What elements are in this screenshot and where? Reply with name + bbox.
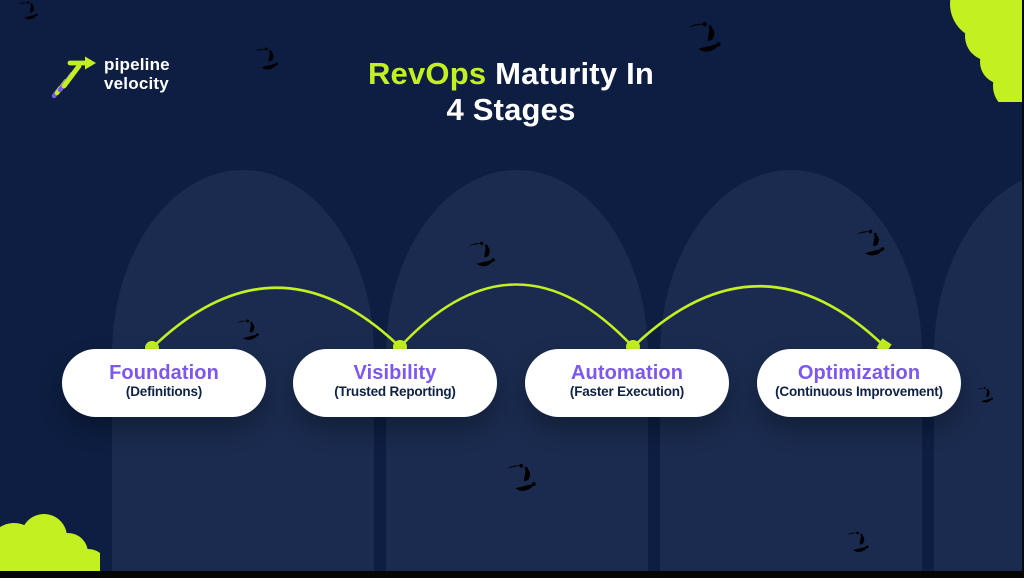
title-rest: Maturity In <box>486 56 655 91</box>
logo-word-line1: pipeline <box>104 55 170 75</box>
stage-card-foundation: Foundation (Definitions) <box>62 349 266 417</box>
squiggle-doodle-icon <box>689 22 721 52</box>
title-accent: RevOps <box>367 56 487 91</box>
stage-title: Optimization <box>797 362 921 384</box>
squiggle-doodle-icon <box>976 387 993 403</box>
stage-subtitle: (Continuous Improvement) <box>775 384 943 399</box>
page-title: RevOps Maturity In 4 Stages <box>0 56 1022 127</box>
stage-title: Foundation <box>109 362 219 384</box>
stage-card-optimization: Optimization (Continuous Improvement) <box>757 349 961 417</box>
stage-card-visibility: Visibility (Trusted Reporting) <box>293 349 497 417</box>
squiggle-doodle-icon <box>857 229 885 256</box>
squiggle-doodle-icon <box>236 319 259 341</box>
corner-blob-top-right-icon <box>950 0 1022 102</box>
stage-subtitle: (Faster Execution) <box>569 384 685 399</box>
stage-title: Visibility <box>353 362 437 384</box>
squiggle-doodle-icon <box>846 531 869 553</box>
stage-title: Automation <box>570 362 684 384</box>
arrow-scribble-logo-icon <box>51 56 96 99</box>
squiggle-doodle-icon <box>468 241 495 267</box>
title-line2: 4 Stages <box>446 91 576 127</box>
logo-word-line2: velocity <box>104 74 169 93</box>
squiggle-doodle-icon <box>507 463 536 491</box>
stage-card-automation: Automation (Faster Execution) <box>525 349 729 417</box>
logo-wordmark: pipeline velocity <box>104 56 170 93</box>
screenshot-edge-bottom <box>0 571 1024 578</box>
stage-subtitle: (Trusted Reporting) <box>334 384 456 399</box>
connector-arc-2 <box>398 283 635 349</box>
connector-arc-3 <box>631 284 886 349</box>
title-line1: RevOps Maturity In <box>0 56 1022 92</box>
stage-subtitle: (Definitions) <box>125 384 203 399</box>
screenshot-edge-right <box>1022 0 1024 578</box>
connector-arc-1 <box>150 286 402 350</box>
logo: pipeline velocity <box>48 50 170 100</box>
corner-blob-bottom-left-icon <box>0 514 100 571</box>
squiggle-doodle-icon <box>18 1 38 20</box>
